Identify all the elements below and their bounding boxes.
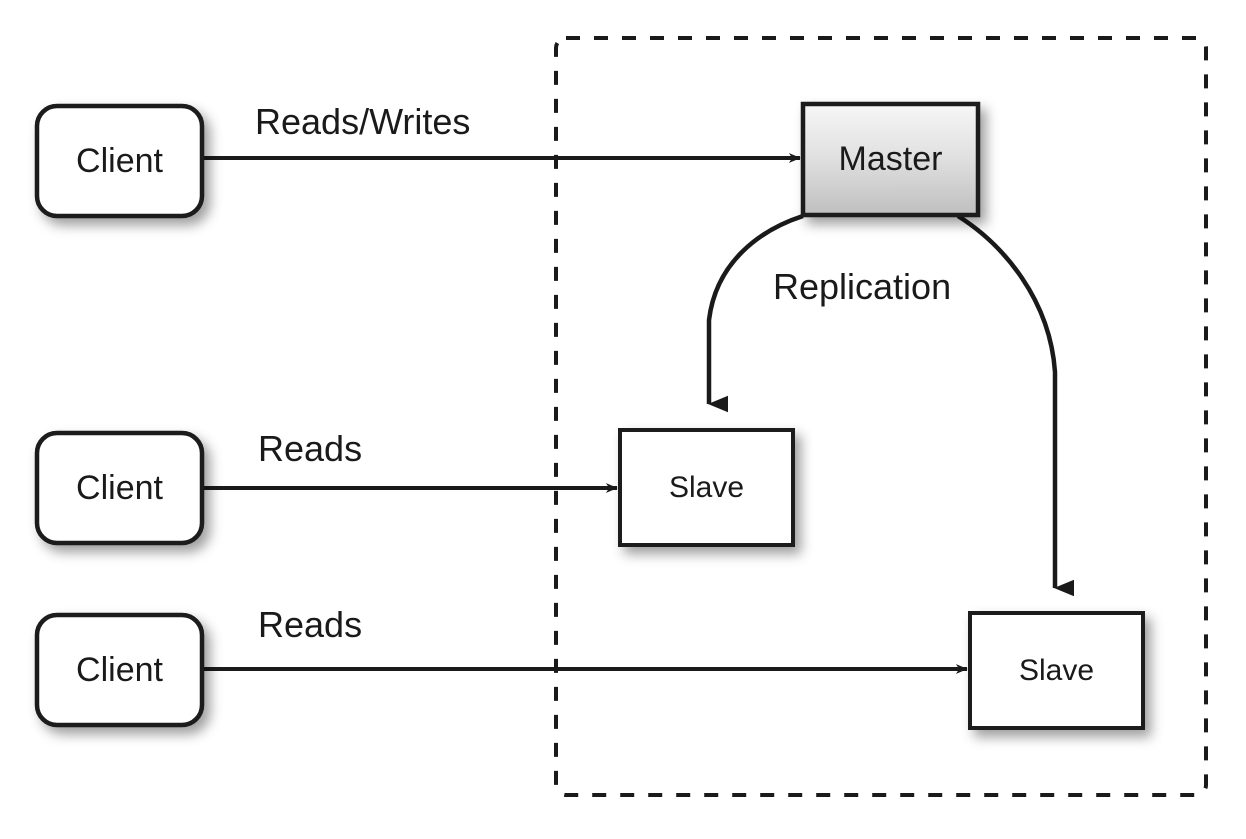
node-client-1[interactable] [34, 103, 205, 219]
node-slave-2[interactable] [968, 611, 1145, 730]
edge-label-reads-middle: Reads [258, 428, 363, 469]
edge-label-reads-writes: Reads/Writes [255, 101, 471, 142]
server-boundary [554, 36, 1208, 797]
edge-master-slave1-curve [706, 213, 804, 413]
edge-label-replication: Replication [773, 266, 952, 307]
node-client-2[interactable] [34, 430, 205, 546]
node-slave-1[interactable] [618, 428, 795, 547]
edge-master-slave2-curve [956, 214, 1074, 597]
node-master[interactable] [800, 101, 981, 218]
edge-label-reads-bottom: Reads [258, 604, 363, 645]
node-client-3[interactable] [34, 612, 205, 728]
